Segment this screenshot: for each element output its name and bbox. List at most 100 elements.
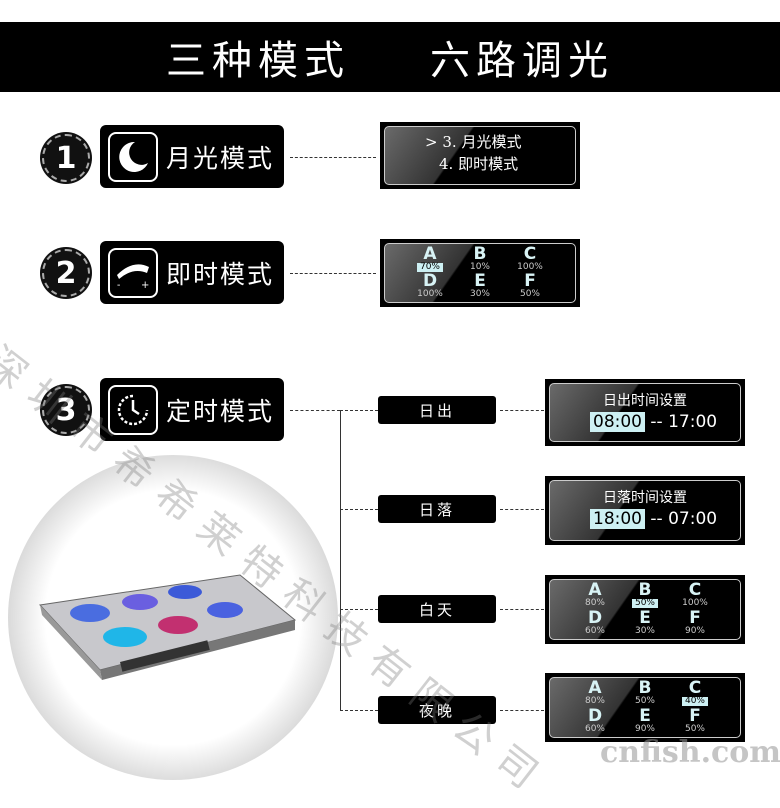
channel-value: 60% <box>584 723 605 734</box>
mode-moonlight: 月光模式 <box>100 125 284 188</box>
branch-trunk <box>340 410 341 710</box>
channel-letter: B <box>638 580 652 600</box>
step-number-1: 1 <box>42 134 90 182</box>
channel-letter: A <box>588 678 602 698</box>
led-light-device <box>38 574 297 680</box>
connector <box>290 273 376 274</box>
watermark-site: cnfish.com <box>600 735 780 770</box>
branch-sunrise: 日出 <box>378 396 496 424</box>
channel-value: 100% <box>682 598 708 608</box>
connector <box>500 410 544 411</box>
title-left: 三种模式 <box>166 38 350 84</box>
timer-icon <box>108 384 158 435</box>
connector <box>500 609 544 610</box>
svg-text:+: + <box>141 280 151 291</box>
channel-value: 40% <box>681 697 708 706</box>
screen-title: 日落时间设置 <box>603 490 687 506</box>
menu-line: > 3. 月光模式 <box>425 133 522 151</box>
channel-letter: A <box>588 580 602 600</box>
mode-label: 月光模式 <box>166 143 275 173</box>
connector <box>500 710 544 711</box>
channel-letter: D <box>422 271 438 291</box>
branch-night: 夜晚 <box>378 696 496 724</box>
connector <box>340 509 378 510</box>
connector <box>340 410 378 411</box>
channel-value: 100% <box>517 262 543 272</box>
channel-letter: B <box>473 244 487 264</box>
menu-screen: > 3. 月光模式 4. 即时模式 <box>380 122 580 189</box>
connector <box>290 410 340 411</box>
start-time: 18:00 <box>590 509 645 529</box>
screen-title: 日出时间设置 <box>603 393 687 409</box>
channel-value: 80% <box>584 598 605 608</box>
sunset-screen: 日落时间设置 18:00 -- 07:00 <box>545 476 745 545</box>
channel-value: 50% <box>684 723 705 734</box>
mode-timer: 定时模式 <box>100 378 284 441</box>
channel-value: 100% <box>417 289 443 299</box>
channel-letter: E <box>639 607 651 628</box>
channel-value: 30% <box>469 289 490 299</box>
mode-label: 即时模式 <box>166 259 275 289</box>
channel-letter: E <box>639 705 651 726</box>
channel-value: 50% <box>634 696 655 706</box>
end-time: 17:00 <box>668 412 718 432</box>
connector <box>340 609 378 610</box>
menu-line: 4. 即时模式 <box>439 155 519 173</box>
channel-letter: B <box>638 678 652 698</box>
branch-sunset: 日落 <box>378 495 496 523</box>
channel-letter: D <box>587 705 603 726</box>
connector <box>340 710 378 711</box>
title-right: 六路调光 <box>430 38 614 84</box>
channel-value: 90% <box>684 625 705 636</box>
branch-day: 白天 <box>378 595 496 623</box>
channel-value: 60% <box>584 625 605 636</box>
end-time: 07:00 <box>668 509 718 529</box>
channel-value: 80% <box>584 696 605 706</box>
connector <box>290 157 376 158</box>
svg-text:-: - <box>117 280 122 291</box>
mode-instant: -+ 即时模式 <box>100 241 284 304</box>
connector <box>500 509 544 510</box>
moon-icon <box>108 131 158 182</box>
channel-letter: C <box>523 244 537 264</box>
title-bar: 三种模式 六路调光 <box>0 22 780 92</box>
sunrise-screen: 日出时间设置 08:00 -- 17:00 <box>545 379 745 446</box>
channel-value: 30% <box>634 625 655 636</box>
channel-letter: F <box>689 705 701 726</box>
channel-value: 90% <box>634 723 655 734</box>
channel-value: 10% <box>469 262 490 272</box>
step-number-3: 3 <box>42 386 90 434</box>
channel-letter: A <box>423 244 437 264</box>
channel-letter: E <box>474 271 486 291</box>
channel-value: 50% <box>631 599 658 608</box>
channel-value: 50% <box>519 289 540 299</box>
channel-letter: F <box>524 271 536 291</box>
channel-letter: D <box>587 607 603 628</box>
step-number-2: 2 <box>42 249 90 297</box>
channel-letter: F <box>689 607 701 628</box>
channel-letter: C <box>688 580 702 600</box>
start-time: 08:00 <box>590 412 645 432</box>
mode-label: 定时模式 <box>166 396 275 426</box>
dimmer-icon: -+ <box>108 247 158 298</box>
